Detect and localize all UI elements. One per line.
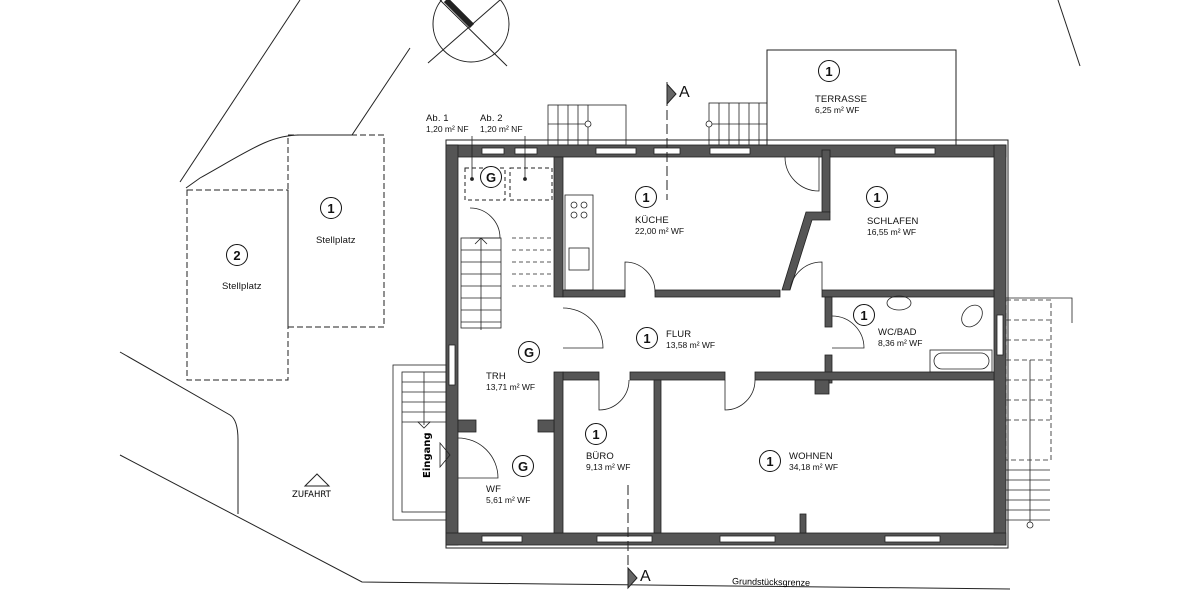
room-badge-flur: 1 <box>636 327 658 349</box>
room-badge-terrasse: 1 <box>818 60 840 82</box>
stairs-down-dashed <box>512 237 552 287</box>
room-label-schlafen: SCHLAFEN 16,55 m² WF <box>867 216 919 238</box>
storage-badge: G <box>480 166 502 188</box>
room-label-buero: BÜRO 9,13 m² WF <box>586 451 631 473</box>
parking-label-1: Stellplatz <box>316 235 356 246</box>
parking-badge-2: 2 <box>226 244 248 266</box>
room-label-terrasse: TERRASSE 6,25 m² WF <box>815 94 868 116</box>
room-label-flur: FLUR 13,58 m² WF <box>666 329 716 351</box>
parking-label-2: Stellplatz <box>222 281 262 292</box>
storage-label-ab1: Ab. 1 1,20 m² NF <box>426 113 469 135</box>
room-badge-kueche: 1 <box>635 186 657 208</box>
section-marker-top: A <box>679 84 690 101</box>
room-badge-wohnen: 1 <box>759 450 781 472</box>
room-badge-wf: G <box>512 455 534 477</box>
parking-outlines <box>186 134 385 381</box>
entrance-stairs <box>392 364 451 521</box>
room-badge-trh: G <box>518 341 540 363</box>
room-label-wf: WF 5,61 m² WF <box>486 484 531 506</box>
section-line <box>627 82 677 590</box>
storage-outlines <box>464 167 553 201</box>
room-label-trh: TRH 13,71 m² WF <box>486 371 536 393</box>
room-badge-buero: 1 <box>585 423 607 445</box>
room-label-wcbad: WC/BAD 8,36 m² WF <box>878 327 923 349</box>
north-arrow-icon <box>427 0 510 67</box>
room-label-kueche: KÜCHE 22,00 m² WF <box>635 215 685 237</box>
bathroom-fixtures <box>886 295 993 373</box>
terrace-outline <box>766 49 957 145</box>
interior-stairs <box>460 237 502 330</box>
room-label-wohnen: WOHNEN 34,18 m² WF <box>789 451 839 473</box>
entrance-label: Eingang <box>422 432 433 478</box>
exterior-stairs-east <box>1005 297 1073 529</box>
room-badge-wcbad: 1 <box>853 304 875 326</box>
access-label: ZUFAHRT <box>292 490 331 500</box>
exterior-stairs-north <box>547 102 768 146</box>
access-arrow-icon <box>303 473 331 487</box>
storage-label-ab2: Ab. 2 1,20 m² NF <box>480 113 523 135</box>
door-swings <box>457 156 865 479</box>
room-badge-schlafen: 1 <box>866 186 888 208</box>
windows <box>448 147 1004 543</box>
kitchen-fixtures <box>564 194 594 291</box>
property-boundary-label: Grundstücksgrenze <box>731 576 811 588</box>
section-marker-bottom: A <box>640 568 651 585</box>
parking-badge-1: 1 <box>320 197 342 219</box>
